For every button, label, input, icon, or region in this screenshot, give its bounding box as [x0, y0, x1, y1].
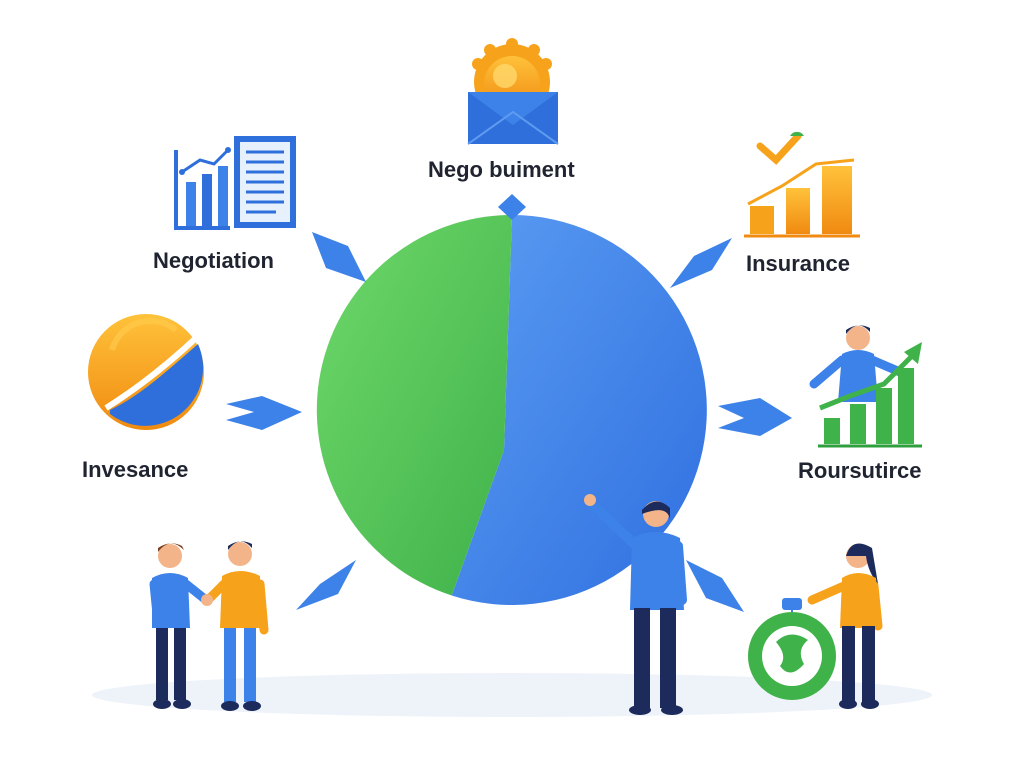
- pie-chart: [316, 214, 707, 605]
- node-label-top-right: Insurance: [746, 251, 850, 276]
- arrow-bottom-left: [296, 560, 356, 610]
- bar-chart-document-icon: [174, 136, 296, 230]
- node-label-top: Nego buiment: [428, 157, 575, 182]
- pie-slice-blue: [451, 215, 707, 605]
- pie-slice-green: [316, 214, 512, 596]
- arrow-top-right: [670, 238, 732, 288]
- ground-shadow: [92, 673, 932, 717]
- arrow-mid-right: [718, 398, 792, 436]
- rising-bars-checkmark-icon: [744, 131, 860, 238]
- person-growth-chart-icon: [809, 325, 922, 448]
- node-label-mid-right: Roursutirce: [798, 458, 922, 483]
- arrow-top: [498, 194, 526, 220]
- node-label-top-left: Negotiation: [153, 248, 274, 273]
- arrow-mid-left: [226, 396, 302, 430]
- person-pointing-icon: [584, 494, 687, 715]
- arrow-bottom-right: [686, 560, 744, 612]
- node-label-mid-left: Invesance: [82, 457, 189, 482]
- handshake-people-icon: [149, 541, 269, 711]
- split-circle-icon: [88, 314, 204, 430]
- arrow-top-left: [312, 232, 366, 282]
- envelope-coin-icon: [467, 38, 559, 145]
- person-globe-icon: [748, 543, 883, 709]
